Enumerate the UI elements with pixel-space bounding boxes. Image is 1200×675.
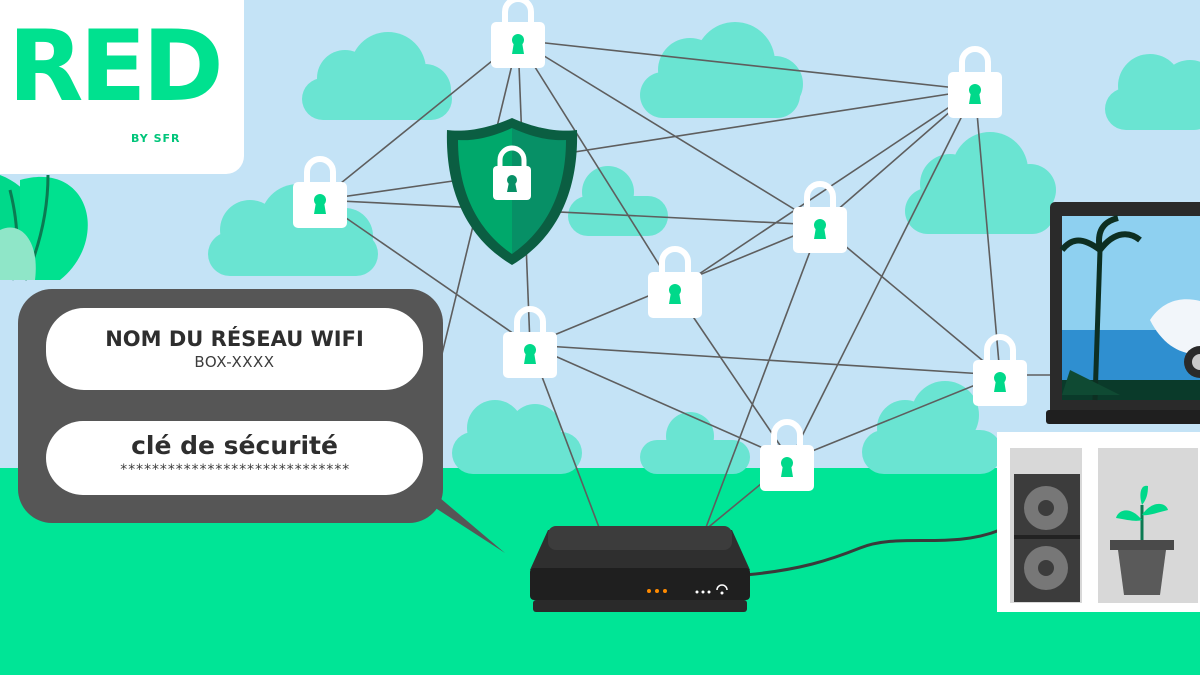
security-key-label: clé de sécurité <box>131 431 338 460</box>
network-name-label: NOM DU RÉSEAU WIFI <box>105 327 364 351</box>
cloud <box>302 32 452 120</box>
security-key-value: ***************************** <box>119 462 350 478</box>
padlock-icon <box>760 419 814 491</box>
cloud <box>640 22 803 118</box>
padlock-icon <box>948 46 1002 118</box>
padlock-icon <box>503 306 557 378</box>
shield-icon <box>446 118 578 265</box>
logo-card: RED BY SFR <box>0 0 244 174</box>
network-name-value: BOX-XXXX <box>194 353 275 371</box>
padlock-icon <box>293 156 347 228</box>
cloud <box>1105 54 1200 130</box>
cloud <box>568 166 668 236</box>
potted-plant-icon <box>1110 485 1174 595</box>
padlock-icon <box>793 181 847 253</box>
router-icon <box>530 526 750 612</box>
speaker-icon <box>1014 474 1080 602</box>
brand-logo: RED <box>8 10 224 124</box>
padlock-icon <box>973 334 1027 406</box>
cloud <box>640 412 750 474</box>
network-name-pill: NOM DU RÉSEAU WIFI BOX-XXXX <box>46 308 423 390</box>
security-key-pill: clé de sécurité ************************… <box>46 421 423 495</box>
padlock-icon <box>491 0 545 68</box>
cloud <box>862 381 1002 474</box>
brand-subtitle: BY SFR <box>131 132 181 145</box>
plant-icon <box>0 174 88 281</box>
laptop-icon <box>1046 202 1200 424</box>
padlock-icon <box>648 246 702 318</box>
cloud <box>452 400 582 474</box>
cloud <box>208 184 378 276</box>
router-cable <box>744 518 1012 577</box>
